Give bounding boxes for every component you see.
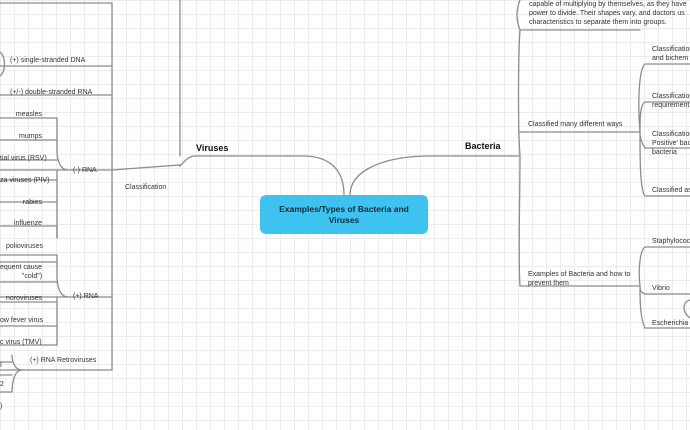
pos-rna-item[interactable]: equent cause "cold") <box>0 264 43 280</box>
neg-rna-item[interactable]: measles <box>15 111 42 118</box>
link-viruses-classification <box>111 155 196 171</box>
retro-node[interactable]: (+) RNA Retroviruses <box>30 357 97 364</box>
neg-rna-node[interactable]: (-) RNA <box>73 167 97 174</box>
classified-item[interactable]: Classification Positive' bac bacteria <box>652 131 690 156</box>
retro-item[interactable]: ) <box>0 403 3 410</box>
pos-rna-node[interactable]: (+) RNA <box>73 293 99 300</box>
bacteria-topic[interactable]: Bacteria <box>465 141 501 151</box>
neg-rna-item[interactable]: tial virus (RSV) <box>0 155 47 162</box>
link-central-bacteria <box>349 155 521 196</box>
examples-item[interactable]: Staphylococ <box>652 238 690 245</box>
classified-item[interactable]: Classification requirement <box>652 93 690 109</box>
pos-rna-item[interactable]: polioviruses <box>6 243 43 250</box>
examples-item[interactable]: Escherichia <box>652 320 689 327</box>
pos-rna-item[interactable]: noroviruses <box>6 295 43 302</box>
retro-item[interactable]: I <box>0 362 2 369</box>
classified-node[interactable]: Classified many different ways <box>528 121 623 128</box>
neg-rna-item[interactable]: za viruses (PIV) <box>0 177 50 184</box>
viruses-topic[interactable]: Viruses <box>196 143 229 153</box>
link-central-viruses <box>194 155 345 196</box>
classified-item[interactable]: Classified as <box>652 187 690 194</box>
neg-rna-item[interactable]: mumps <box>19 133 42 140</box>
central-topic[interactable]: Examples/Types of Bacteria and Viruses <box>260 195 428 234</box>
bacteria-intro[interactable]: capable of multiplying by themselves, as… <box>529 1 687 26</box>
pos-rna-item[interactable]: c virus (TMV) <box>0 339 42 346</box>
pos-rna-item[interactable]: ow fever virus <box>0 317 44 324</box>
ss-dna-node[interactable]: (+) single-stranded DNA <box>10 57 86 64</box>
classified-item[interactable]: Classification and bichem <box>652 46 690 62</box>
classification-node[interactable]: Classification <box>125 184 167 191</box>
neg-rna-item[interactable]: influenze <box>13 220 42 227</box>
examples-item[interactable]: Vibrio <box>652 285 670 292</box>
neg-rna-item[interactable]: rabies <box>22 199 42 206</box>
ds-rna-node[interactable]: (+/-) double-stranded RNA <box>10 89 93 96</box>
examples-node[interactable]: Examples of Bacteria and how to prevent … <box>528 271 631 287</box>
retro-item[interactable]: 2 <box>0 381 4 388</box>
